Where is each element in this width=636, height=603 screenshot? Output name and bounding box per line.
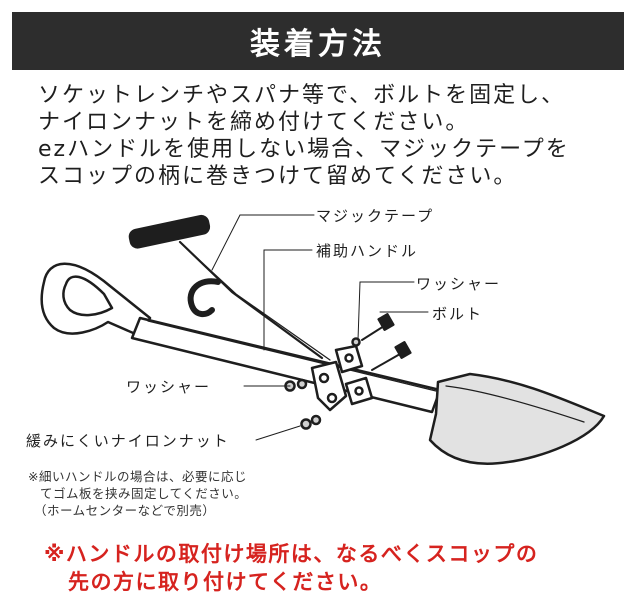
- label-aux-handle: 補助ハンドル: [316, 242, 419, 260]
- label-washer-left: ワッシャー: [126, 378, 212, 396]
- label-nylon-nut: 緩みにくいナイロンナット: [26, 432, 230, 450]
- note: ※細いハンドルの場合は、必要に応じ てゴム板を挟み固定してください。 （ホームセ…: [28, 468, 247, 519]
- velcro-hook: [187, 278, 221, 318]
- note-line: （ホームセンターなどで別売）: [34, 503, 216, 518]
- section-title: 装着方法: [250, 27, 386, 62]
- section-header: 装着方法: [12, 12, 624, 70]
- instruction-line: ナイロンナットを締め付けてください。: [38, 110, 470, 135]
- instructions: ソケットレンチやスパナ等で、ボルトを固定し、 ナイロンナットを締め付けてください…: [38, 82, 618, 190]
- note-line: てゴム板を挟み固定してください。: [40, 486, 248, 501]
- handle-bracket: [310, 360, 348, 412]
- note-line: ※細いハンドルの場合は、必要に応じ: [28, 469, 247, 484]
- instruction-line: スコップの柄に巻きつけて留めてください。: [38, 164, 518, 189]
- label-velcro: マジックテープ: [316, 207, 435, 225]
- assembly-diagram: [40, 214, 606, 465]
- label-washer-top: ワッシャー: [416, 275, 502, 293]
- label-bolt: ボルト: [432, 305, 484, 323]
- instruction-line: ezハンドルを使用しない場合、マジックテープを: [38, 137, 570, 162]
- shovel-blade: [428, 372, 606, 465]
- warning-line: ※ハンドルの取付け場所は、なるべくスコップの: [44, 542, 539, 566]
- warning-line: 先の方に取り付けてください。: [68, 570, 383, 594]
- d-grip-inner: [62, 275, 114, 317]
- instruction-line: ソケットレンチやスパナ等で、ボルトを固定し、: [38, 83, 566, 108]
- warning: ※ハンドルの取付け場所は、なるべくスコップの 先の方に取り付けてください。: [44, 540, 538, 596]
- t-handle: [128, 214, 211, 249]
